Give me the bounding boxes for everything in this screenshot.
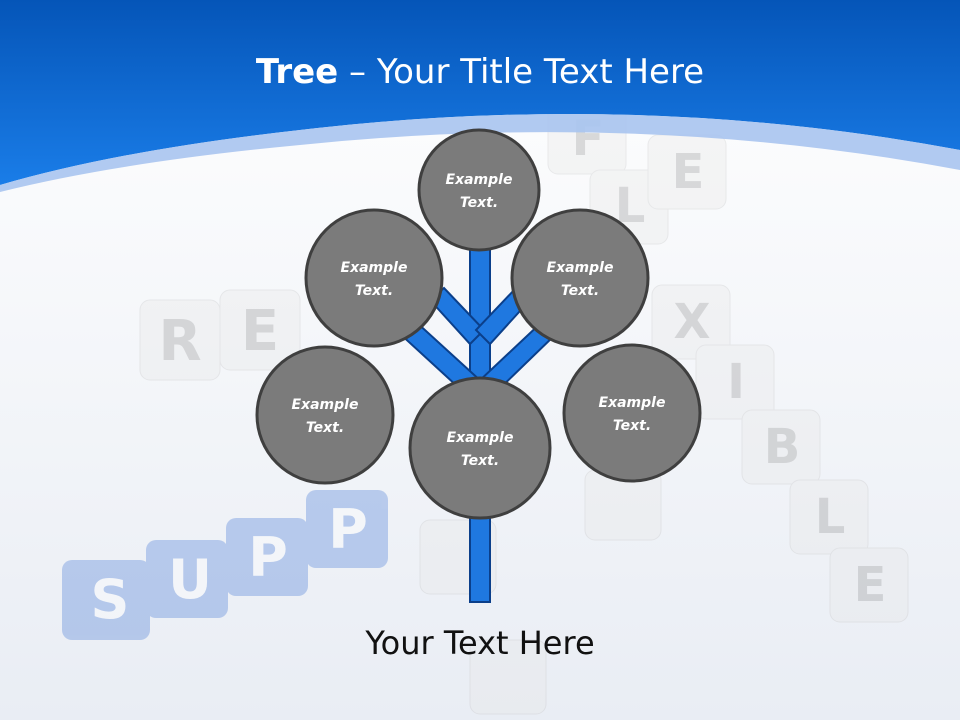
node-label: Text.	[306, 420, 344, 436]
title-bold: Tree	[255, 52, 339, 92]
cube-letter: P	[248, 526, 288, 589]
header-band	[0, 0, 960, 185]
cube-letter: S	[91, 568, 130, 631]
bottom-text[interactable]: Your Text Here	[365, 624, 595, 662]
cube-letter: B	[764, 419, 801, 475]
cube-letter: E	[672, 144, 705, 200]
cube-letter: I	[727, 354, 745, 410]
node-label: Text.	[613, 418, 651, 434]
tree-node[interactable]: Example Text.	[510, 208, 650, 348]
node-label: Text.	[461, 453, 499, 469]
cube-word-support: S U P P	[62, 490, 388, 640]
node-label: Text.	[561, 283, 599, 299]
node-label: Text.	[355, 283, 393, 299]
node-label: Text.	[460, 195, 498, 211]
cube-letter: E	[854, 557, 887, 613]
node-label: Example	[341, 260, 408, 276]
tree-node[interactable]: Example Text.	[408, 376, 552, 520]
node-label: Example	[599, 395, 666, 411]
cube-letter: X	[673, 294, 710, 350]
tree-node[interactable]: Example Text.	[255, 345, 395, 485]
cube-letter: U	[168, 548, 212, 611]
tree-node[interactable]: Example Text.	[562, 343, 702, 483]
tree-node[interactable]: Example Text.	[304, 208, 444, 348]
cube-word-reliable: R E	[139, 289, 301, 381]
node-label: Example	[547, 260, 614, 276]
cube-letter: E	[241, 299, 279, 364]
tree-nodes: Example Text. Example Text. Example Text…	[255, 128, 702, 520]
title-rest: – Your Title Text Here	[338, 52, 705, 92]
header-arc	[0, 114, 960, 192]
cube-letter: P	[328, 498, 368, 561]
cube-letter: L	[815, 489, 846, 545]
node-label: Example	[447, 430, 514, 446]
tree-node[interactable]: Example Text.	[417, 128, 541, 252]
cube-letter: R	[158, 309, 201, 374]
slide-title[interactable]: Tree – Your Title Text Here	[0, 52, 960, 92]
node-label: Example	[292, 397, 359, 413]
node-label: Example	[446, 172, 513, 188]
